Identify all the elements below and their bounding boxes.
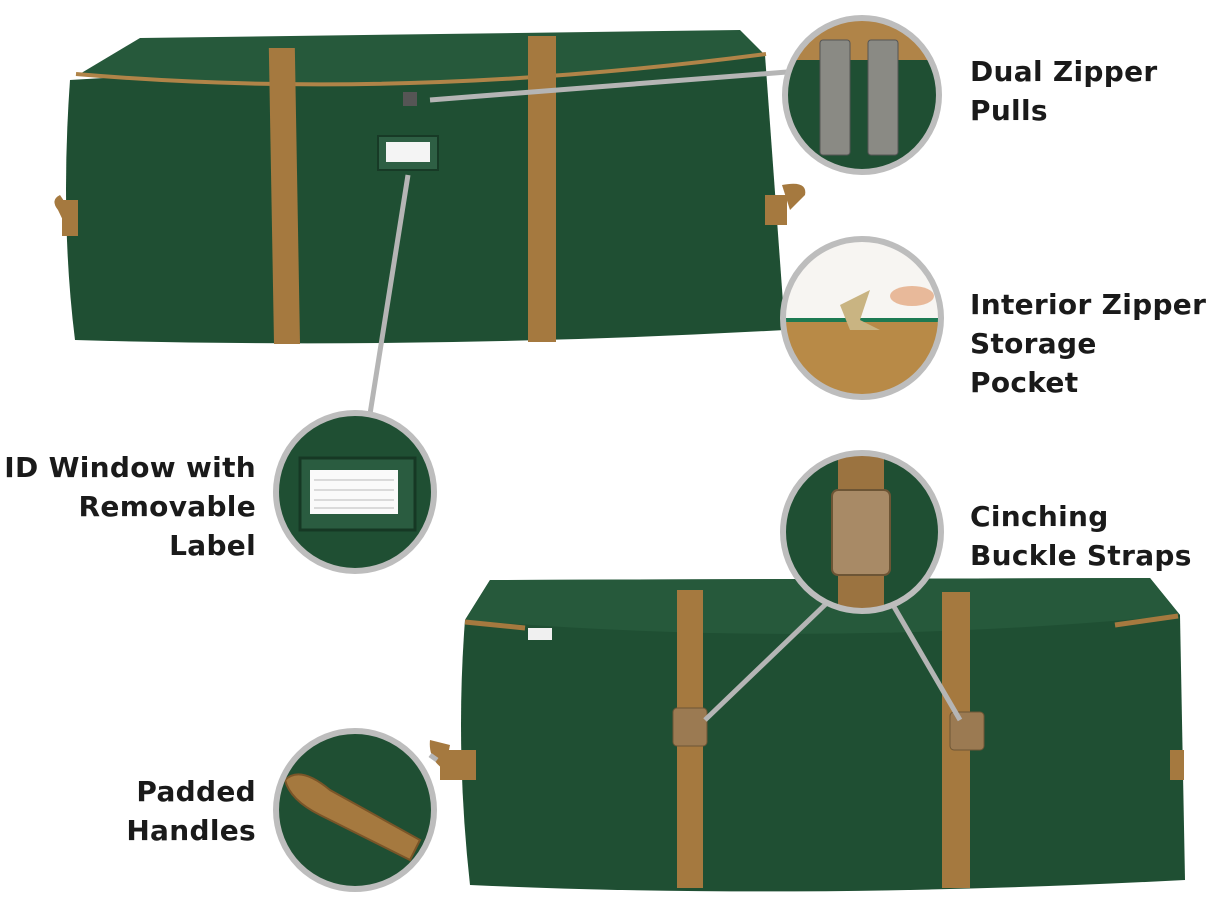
callout-label-interior-pocket: Interior Zipper Storage Pocket [970,285,1214,402]
buckle-detail-circle [780,450,944,614]
callout-label-id-window: ID Window with Removable Label [4,448,256,565]
id-window-detail-circle [273,410,437,574]
label-line: Cinching [970,500,1109,533]
zipper-detail-circle [782,15,942,175]
label-line: Removable [78,490,256,523]
label-line: Storage Pocket [970,327,1097,399]
callout-lines [367,69,963,763]
label-line: Pulls [970,94,1048,127]
callout-label-buckle-straps: Cinching Buckle Straps [970,497,1192,575]
pocket-detail-circle [780,236,944,400]
label-line: Interior Zipper [970,288,1207,321]
label-line: Padded [136,775,256,808]
callout-label-padded-handles: Padded Handles [126,772,256,850]
callout-label-dual-zipper-pulls: Dual Zipper Pulls [970,52,1158,130]
label-line: Handles [126,814,256,847]
top-bag [54,30,806,344]
label-line: Label [169,529,256,562]
label-line: Dual Zipper [970,55,1158,88]
label-line: ID Window with [4,451,256,484]
label-line: Buckle Straps [970,539,1192,572]
handles-detail-circle [273,728,437,892]
bottom-bag [429,578,1185,892]
